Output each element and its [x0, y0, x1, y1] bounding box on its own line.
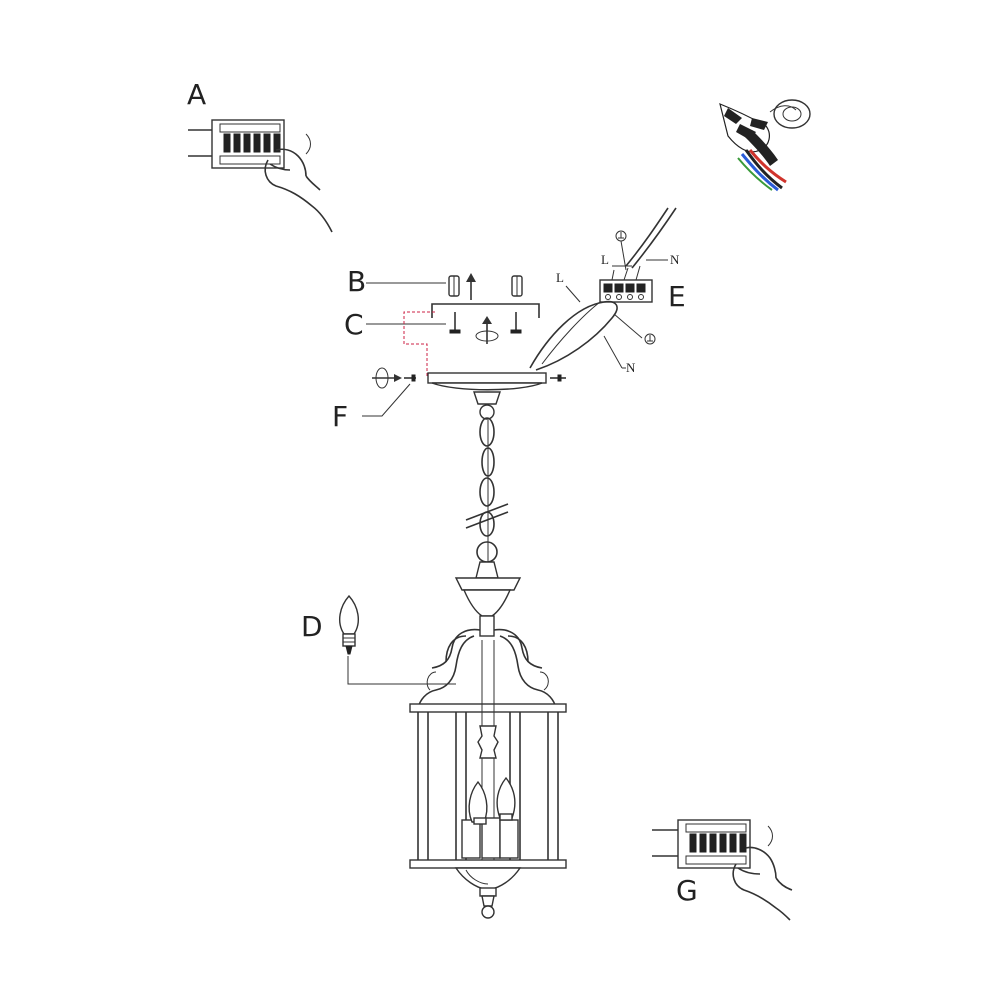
step-d-label: D [301, 610, 323, 643]
wall-plug-right-icon [511, 275, 523, 297]
step-d-leader-line [347, 656, 456, 685]
guide-dashed-line [403, 311, 436, 376]
wire-label-live-top: L [601, 252, 609, 267]
step-f-label: F [332, 400, 348, 433]
wire-label-live-side: L [556, 270, 564, 285]
step-f-canopy-group: F [332, 367, 566, 433]
step-e-terminal-group: E L N [529, 207, 686, 375]
rotate-arrow-icon [475, 316, 499, 344]
arrow-up-icon [466, 273, 476, 300]
lantern-bulbs [461, 776, 519, 859]
hanging-chain [465, 417, 509, 578]
insulating-tape-icon [719, 99, 811, 192]
candle-bulb-icon [338, 594, 360, 655]
screw-left-icon [449, 312, 461, 334]
ceiling-cable [625, 207, 677, 269]
wall-plug-left-icon [448, 275, 460, 297]
wire-label-neutral-side: N [626, 360, 636, 375]
terminal-block-icon [599, 265, 653, 303]
step-c-bracket-group: C [344, 303, 540, 376]
step-c-label: C [344, 308, 364, 341]
hand-icon [264, 133, 333, 233]
hand-icon [732, 825, 793, 921]
screw-right-icon [510, 312, 522, 334]
step-d-bulb-group: D [301, 594, 456, 685]
mounting-bracket [431, 303, 540, 318]
wire-label-neutral-top: N [670, 252, 680, 267]
step-b-wall-plugs-group: B [347, 265, 523, 300]
step-f-leader-line [362, 383, 411, 417]
step-g-label: G [676, 874, 698, 907]
step-a-label: A [187, 78, 206, 111]
earth-ground-symbol-top [615, 230, 627, 271]
earth-ground-symbol-side [644, 333, 656, 345]
lantern-fixture [409, 561, 567, 919]
step-e-label: E [668, 280, 686, 313]
step-b-label: B [347, 265, 366, 298]
breaker-panel-icon [188, 119, 285, 169]
ceiling-canopy [427, 372, 547, 420]
canopy-screw-left-icon [404, 374, 416, 382]
step-g-breaker-group: G [652, 819, 793, 921]
lamp-cable [529, 300, 618, 371]
step-a-breaker-group: A [187, 78, 333, 233]
canopy-screw-right-icon [550, 374, 566, 382]
breaker-panel-icon [652, 819, 751, 869]
rotate-arrow-icon [372, 367, 402, 389]
